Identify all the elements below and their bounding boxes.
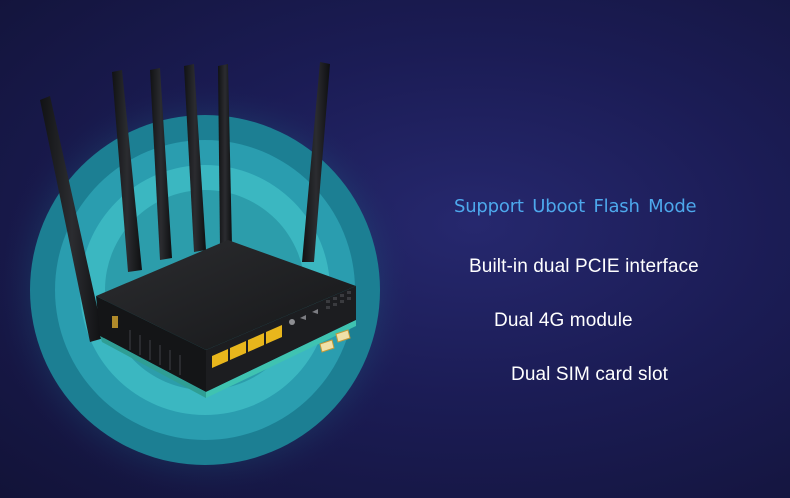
router-body bbox=[96, 240, 356, 398]
ethernet-port-1 bbox=[212, 349, 228, 368]
feature-label-pcie: Built-in dual PCIE interface bbox=[469, 256, 699, 277]
antenna-5 bbox=[218, 64, 232, 248]
sim-slot-2 bbox=[312, 309, 318, 314]
router-base-left bbox=[100, 336, 206, 398]
feature-label-sim: Dual SIM card slot bbox=[511, 364, 669, 385]
antenna-4 bbox=[184, 64, 206, 252]
ethernet-port-2 bbox=[230, 341, 246, 360]
ethernet-port-4 bbox=[266, 325, 282, 344]
status-leds bbox=[326, 291, 351, 309]
reset-button bbox=[289, 319, 295, 325]
sim-card-1 bbox=[335, 329, 351, 343]
antenna-6 bbox=[302, 62, 330, 262]
ethernet-port-3 bbox=[248, 333, 264, 352]
antennas bbox=[40, 62, 330, 342]
feature-label-4g: Dual 4G module bbox=[494, 310, 633, 331]
sim-slot-1 bbox=[300, 315, 306, 320]
feature-label-uboot: Support Uboot Flash Mode bbox=[454, 196, 697, 217]
router-front-face bbox=[206, 286, 356, 392]
sim-cards bbox=[319, 329, 351, 353]
router-top-face bbox=[96, 240, 356, 350]
antenna-1 bbox=[40, 96, 104, 342]
ethernet-ports bbox=[212, 325, 282, 368]
antenna-3 bbox=[150, 68, 172, 260]
router-base-front bbox=[206, 320, 356, 398]
sim-card-2 bbox=[319, 339, 335, 353]
connector-lines bbox=[315, 207, 505, 379]
antenna-connector bbox=[112, 316, 118, 328]
antenna-2 bbox=[112, 70, 142, 272]
